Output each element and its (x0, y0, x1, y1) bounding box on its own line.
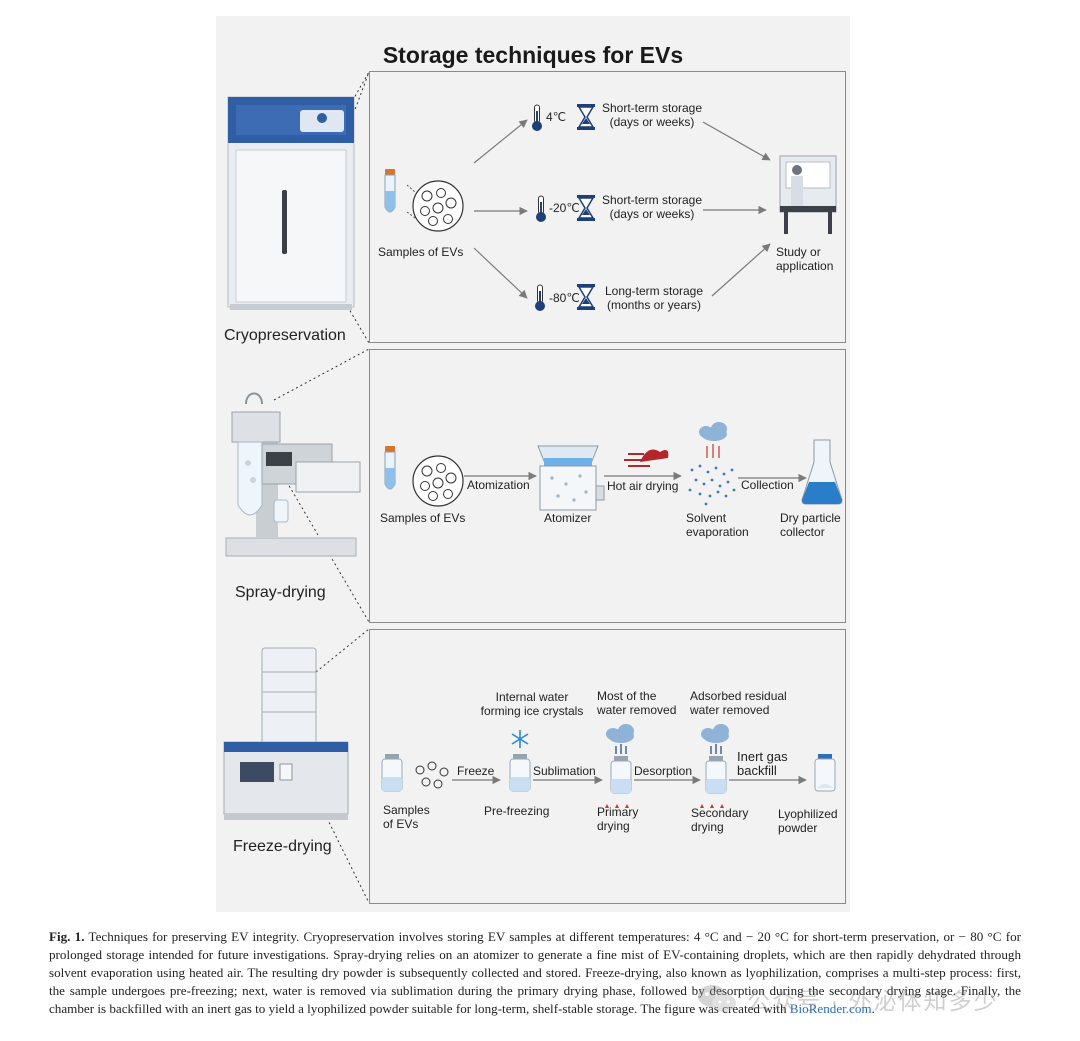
solvent-label-line1: Solvent (686, 511, 727, 525)
freeze-samples-line2: of EVs (383, 817, 419, 831)
hot-air-icon (624, 449, 669, 467)
freeze-dryer-illustration (223, 647, 349, 820)
hot-air-label: Hot air drying (607, 479, 679, 493)
desorption-label: Desorption (634, 764, 693, 778)
storage-minus20c-line1: Short-term storage (601, 193, 703, 207)
heat-arrows-secondary (700, 804, 724, 808)
internal-water-line2: forming ice crystals (480, 704, 584, 718)
secondary-drying-line1: Secondary (691, 806, 749, 820)
study-label-line2: application (776, 259, 834, 273)
adsorbed-water-line1: Adsorbed residual (690, 689, 787, 703)
spray-samples-label: Samples of EVs (380, 511, 466, 525)
biorender-link[interactable]: BioRender.com (789, 1001, 872, 1016)
collection-label: Collection (741, 478, 794, 492)
watermark-text: 公众号 · 外泌体知多少 (747, 988, 999, 1014)
cryo-samples-label: Samples of EVs (378, 245, 464, 259)
inert-gas-line2: backfill (737, 763, 777, 778)
storage-minus80c-line1: Long-term storage (604, 284, 704, 298)
inert-gas-line1: Inert gas (737, 749, 788, 764)
lab-workstation-icon (779, 155, 837, 234)
cryo-flow (384, 103, 837, 312)
caption-figure-label: Fig. 1. (49, 929, 85, 944)
flask-icon (801, 439, 843, 505)
lyophilized-line2: powder (778, 821, 818, 835)
internal-water-line1: Internal water (495, 690, 569, 704)
figure-caption: Fig. 1. Techniques for preserving EV int… (49, 928, 1021, 1018)
freeze-drying-box (369, 629, 846, 904)
primary-drying-line2: drying (597, 819, 630, 833)
solvent-label-line2: evaporation (686, 525, 749, 539)
freeze-drying-label: Freeze-drying (233, 838, 332, 855)
secondary-drying-line2: drying (691, 820, 724, 834)
snowflake-icon (511, 730, 529, 748)
primary-drying-line1: Primary (597, 805, 639, 819)
study-label-line1: Study or (776, 245, 821, 259)
temp-minus20c-label: -20℃ (549, 201, 580, 215)
caption-end: . (871, 1001, 875, 1016)
solvent-evaporation-icon (688, 422, 736, 506)
freeze-step-label: Freeze (457, 764, 495, 778)
most-water-line2: water removed (597, 703, 677, 717)
sublimation-label: Sublimation (533, 764, 596, 778)
atomizer-icon (537, 445, 605, 511)
freezer-illustration (227, 96, 355, 310)
dry-particle-label-line2: collector (780, 525, 825, 539)
heat-arrows-primary (605, 804, 629, 808)
ev-cluster-icon (415, 761, 449, 789)
temp-minus80c-label: -80℃ (549, 291, 580, 305)
freeze-samples-line1: Samples (383, 803, 430, 817)
storage-4c-line1: Short-term storage (601, 101, 703, 115)
lyophilized-line1: Lyophilized (778, 807, 838, 821)
dry-particle-label-line1: Dry particle (780, 511, 841, 525)
figure-title: Storage techniques for EVs (382, 42, 684, 68)
storage-4c-line2: (days or weeks) (609, 115, 695, 129)
storage-minus20c-line2: (days or weeks) (609, 207, 695, 221)
cryopreservation-label: Cryopreservation (224, 327, 346, 344)
prefreezing-label: Pre-freezing (484, 804, 550, 818)
lyophilized-vial-icon (814, 754, 836, 792)
most-water-line1: Most of the (597, 689, 657, 703)
caption-text: Techniques for preserving EV integrity. … (49, 929, 1021, 1016)
atomization-label: Atomization (467, 478, 530, 492)
spray-drying-label: Spray-drying (235, 584, 326, 601)
freeze-flow (381, 724, 836, 808)
wechat-icon (698, 985, 736, 1012)
spray-flow (384, 422, 843, 511)
atomizer-label: Atomizer (544, 511, 592, 525)
spray-dryer-illustration (225, 392, 361, 557)
adsorbed-water-line2: water removed (690, 703, 770, 717)
watermark: 公众号 · 外泌体知多少 (697, 980, 998, 1018)
temp-4c-label: 4℃ (546, 110, 567, 124)
storage-minus80c-line2: (months or years) (606, 298, 702, 312)
